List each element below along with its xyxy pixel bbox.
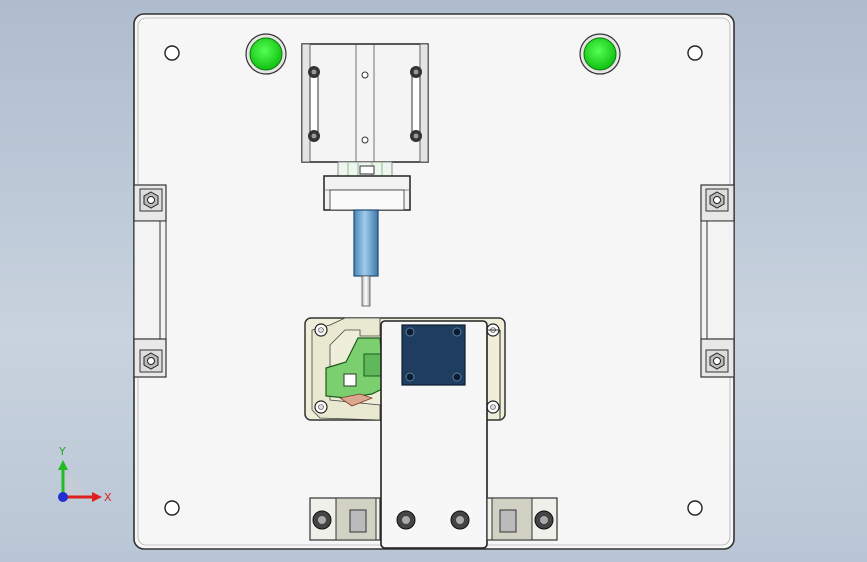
slide-actuator-block[interactable] <box>301 43 429 163</box>
mounting-hole-icon <box>314 400 328 414</box>
bottom-right-guide-block[interactable] <box>486 497 558 541</box>
mounting-hole-icon <box>687 500 703 516</box>
hex-bolt-icon <box>705 349 729 373</box>
navy-cover-block[interactable] <box>401 324 466 386</box>
socket-screw-icon <box>410 66 422 78</box>
mounting-hole-icon <box>687 45 703 61</box>
socket-screw-icon <box>308 130 320 142</box>
guide-rods <box>337 161 393 177</box>
piston-rod <box>361 275 371 307</box>
mounting-hole-icon <box>486 400 500 414</box>
mounting-hole-icon <box>314 323 328 337</box>
socket-screw-icon <box>308 66 320 78</box>
mounting-hole-icon <box>164 45 180 61</box>
socket-screw-icon <box>312 510 332 530</box>
socket-screw-icon <box>410 130 422 142</box>
mounting-hole-icon <box>164 500 180 516</box>
hex-bolt-icon <box>139 188 163 212</box>
hex-bolt-icon <box>705 188 729 212</box>
pneumatic-cylinder[interactable] <box>353 209 379 277</box>
right-side-rail[interactable] <box>700 184 735 378</box>
x-axis-label: X <box>104 491 112 504</box>
socket-screw-icon <box>534 510 554 530</box>
clamp-head[interactable] <box>323 175 411 211</box>
green-indicator-icon[interactable] <box>579 33 621 75</box>
coordinate-triad-icon <box>58 460 102 502</box>
socket-screw-icon <box>396 510 416 530</box>
green-indicator-icon[interactable] <box>245 33 287 75</box>
hex-bolt-icon <box>139 349 163 373</box>
left-side-rail[interactable] <box>133 184 167 378</box>
socket-screw-icon <box>450 510 470 530</box>
y-axis-label: Y <box>58 445 66 458</box>
